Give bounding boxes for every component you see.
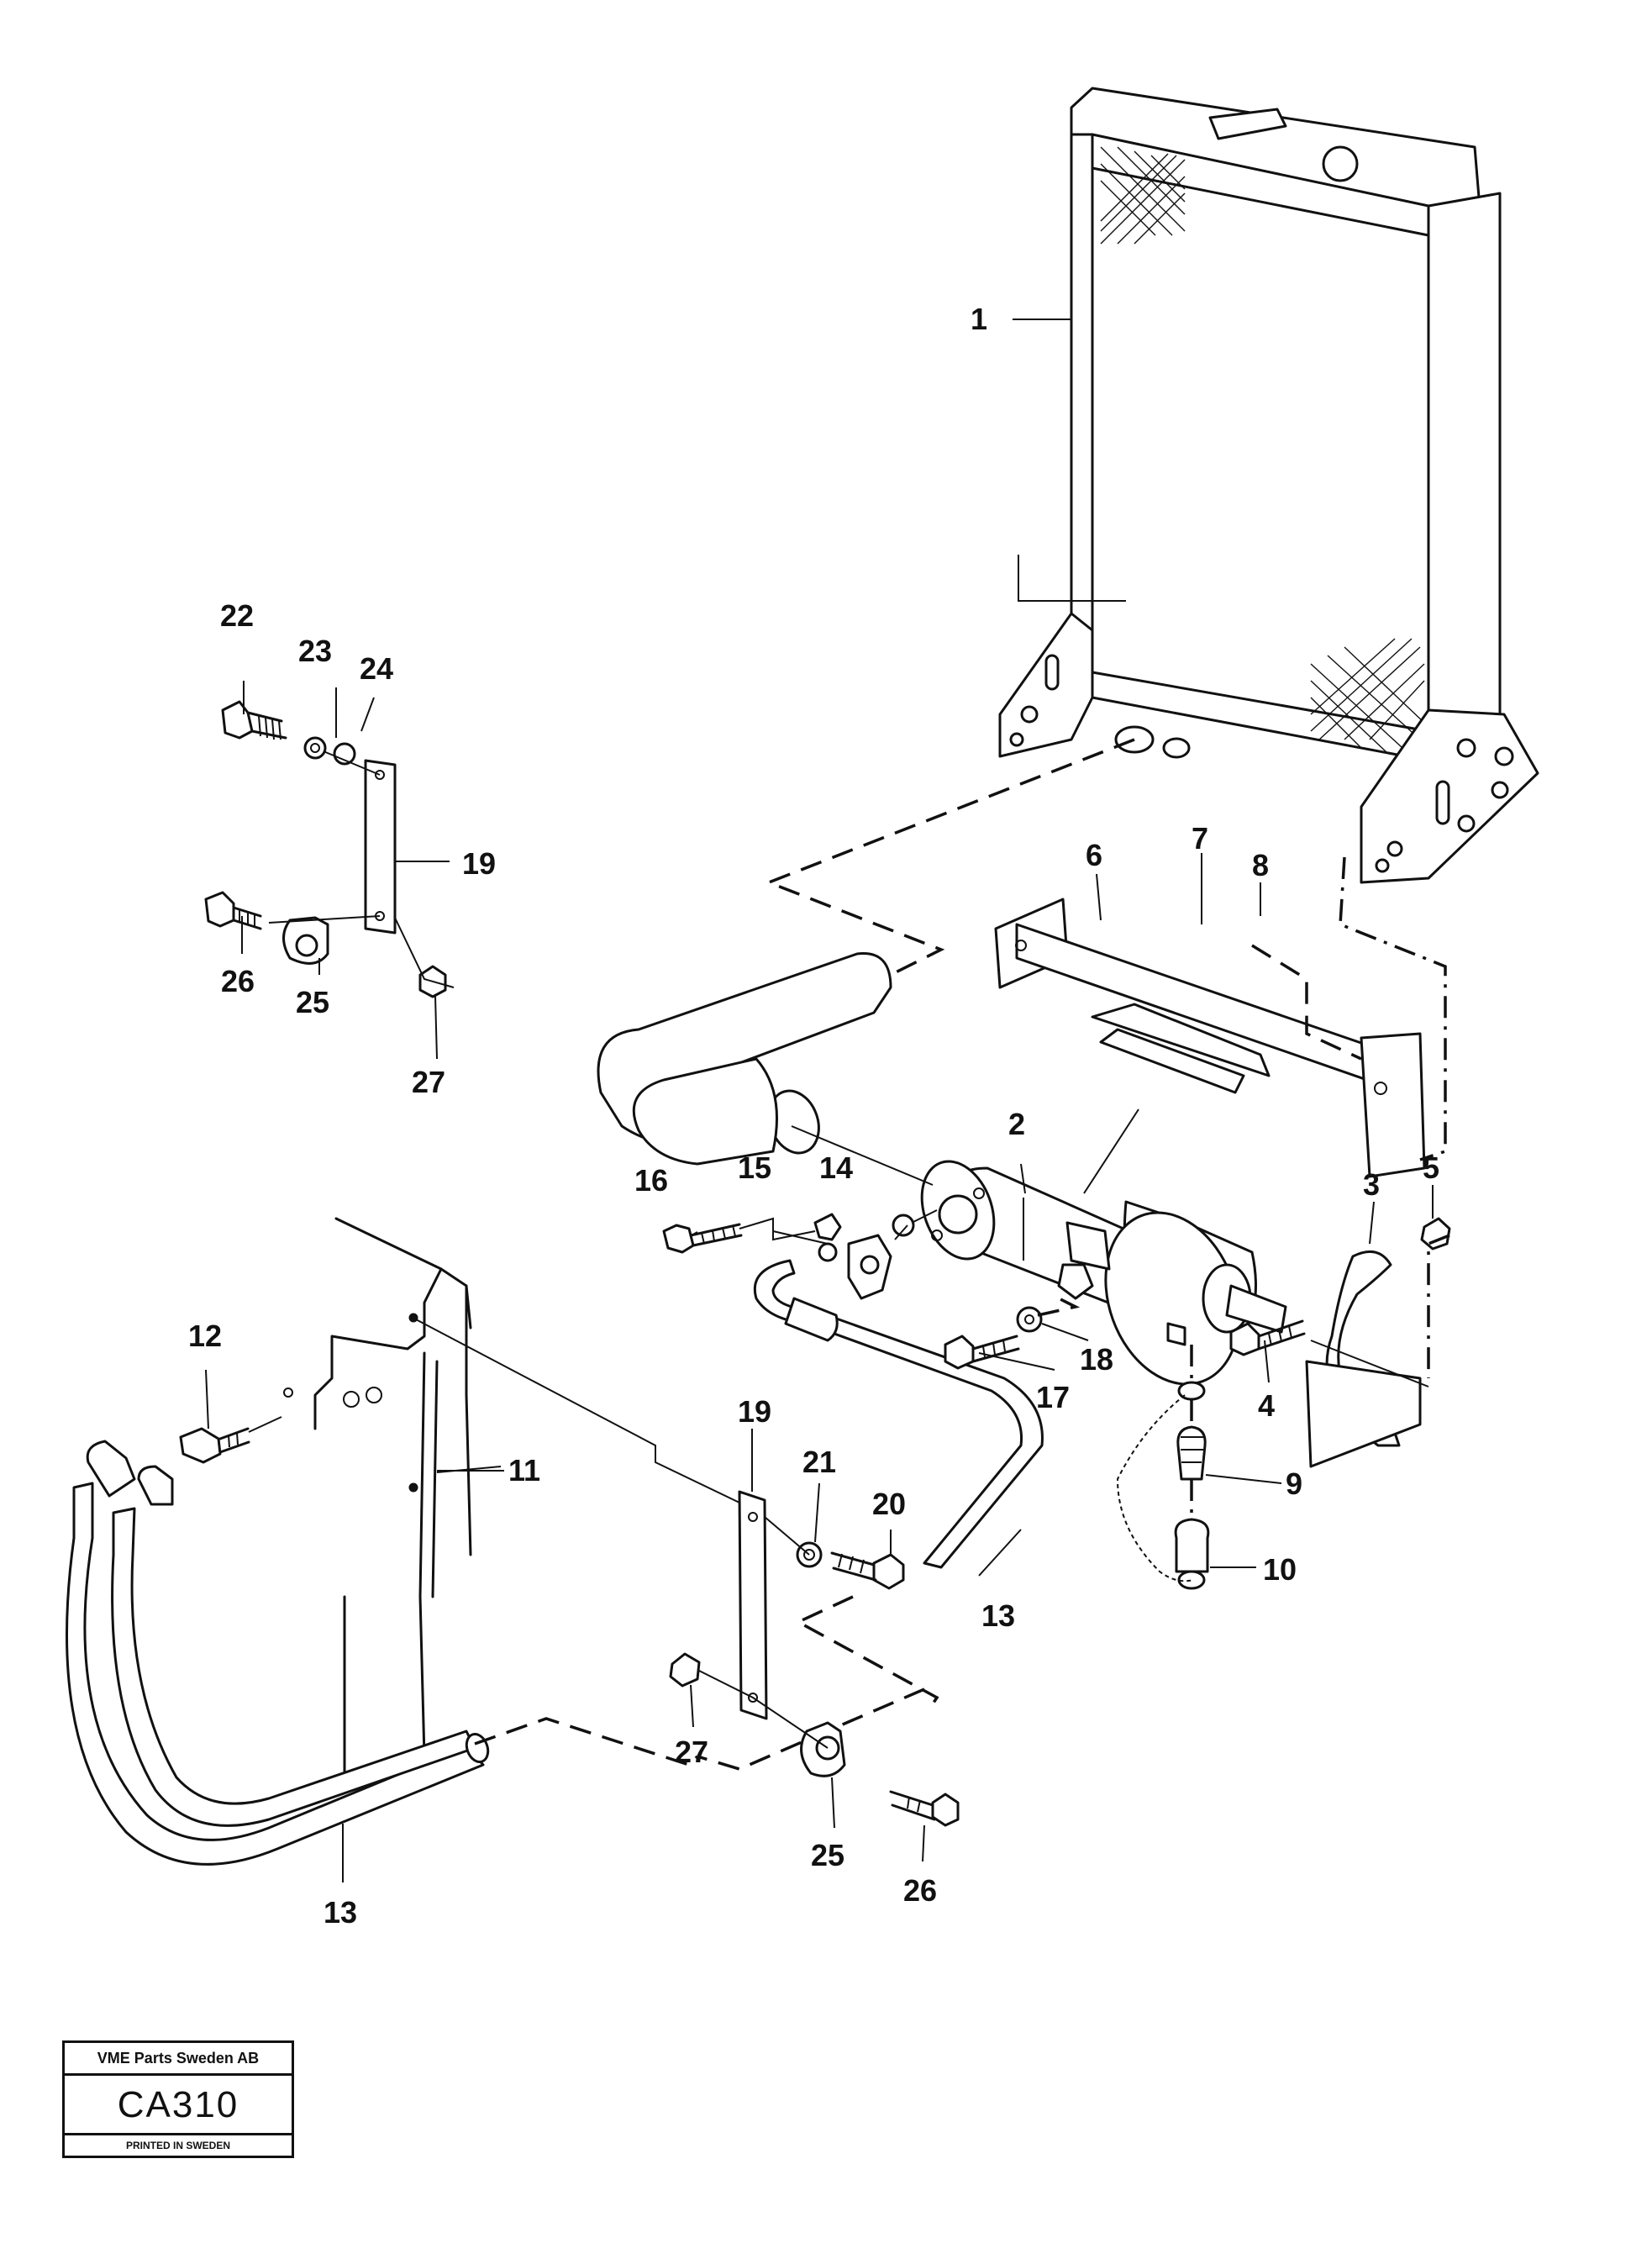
lower-bracket-assembly [669, 1490, 960, 1827]
callout-7: 7 [1192, 821, 1209, 856]
callout-17: 17 [1036, 1380, 1071, 1414]
upper-bracket-assembly [204, 700, 447, 998]
fitting-12 [179, 1387, 293, 1464]
callout-10: 10 [1263, 1552, 1297, 1587]
title-block-printed: PRINTED IN SWEDEN [65, 2133, 292, 2156]
radiator-core-hatch-bottom [1310, 638, 1425, 757]
callout-1: 1 [971, 302, 988, 336]
crossmember [994, 898, 1426, 1178]
oil-cooler-canister [920, 1160, 1287, 1386]
callout-5: 5 [1423, 1150, 1440, 1185]
callout-2: 2 [1008, 1107, 1026, 1141]
callout-3: 3 [1363, 1167, 1381, 1202]
callout-16: 16 [634, 1163, 669, 1198]
callout-6: 6 [1086, 838, 1103, 872]
callout-15: 15 [738, 1150, 772, 1185]
drain-plug-9-10 [1174, 1381, 1210, 1590]
oil-hoses-lower [66, 1440, 490, 1866]
callout-14: 14 [819, 1150, 854, 1185]
callout-19-lower: 19 [738, 1394, 772, 1429]
title-block-code: CA310 [117, 2084, 239, 2125]
callout-4: 4 [1258, 1388, 1276, 1423]
callout-26-lower: 26 [903, 1873, 938, 1908]
callout-9: 9 [1286, 1466, 1303, 1501]
callout-21: 21 [802, 1445, 837, 1479]
callout-8: 8 [1252, 848, 1270, 882]
callout-25-lower: 25 [811, 1838, 845, 1872]
upper-hose [597, 952, 892, 1166]
callout-11: 11 [508, 1453, 541, 1487]
clamp-3-bolt-4-nut-5 [1229, 1217, 1451, 1468]
callout-12: 12 [188, 1319, 223, 1353]
callout-19-upper: 19 [462, 846, 497, 881]
callout-23: 23 [298, 634, 333, 668]
callout-26-upper: 26 [221, 964, 255, 998]
radiator-core-hatch-top [1100, 146, 1186, 245]
bolt-washer-17-18 [944, 1306, 1043, 1370]
oil-line-upper [754, 1259, 1044, 1569]
callout-20: 20 [872, 1487, 907, 1521]
radiator [998, 87, 1539, 884]
title-block-company: VME Parts Sweden AB [65, 2043, 292, 2076]
callout-24: 24 [360, 651, 394, 686]
fitting-hardware [662, 1213, 915, 1300]
callout-27-upper: 27 [412, 1065, 446, 1099]
callout-13-lower: 13 [324, 1895, 358, 1930]
callout-leaders [205, 319, 1434, 1882]
engine-housing [313, 1217, 472, 1775]
callout-27-lower: 27 [675, 1735, 709, 1769]
callout-25-upper: 25 [296, 985, 330, 1019]
callout-18: 18 [1080, 1342, 1114, 1377]
callout-13-upper: 13 [981, 1598, 1016, 1633]
callout-22: 22 [220, 598, 255, 633]
title-block: VME Parts Sweden AB CA310 PRINTED IN SWE… [62, 2040, 294, 2158]
